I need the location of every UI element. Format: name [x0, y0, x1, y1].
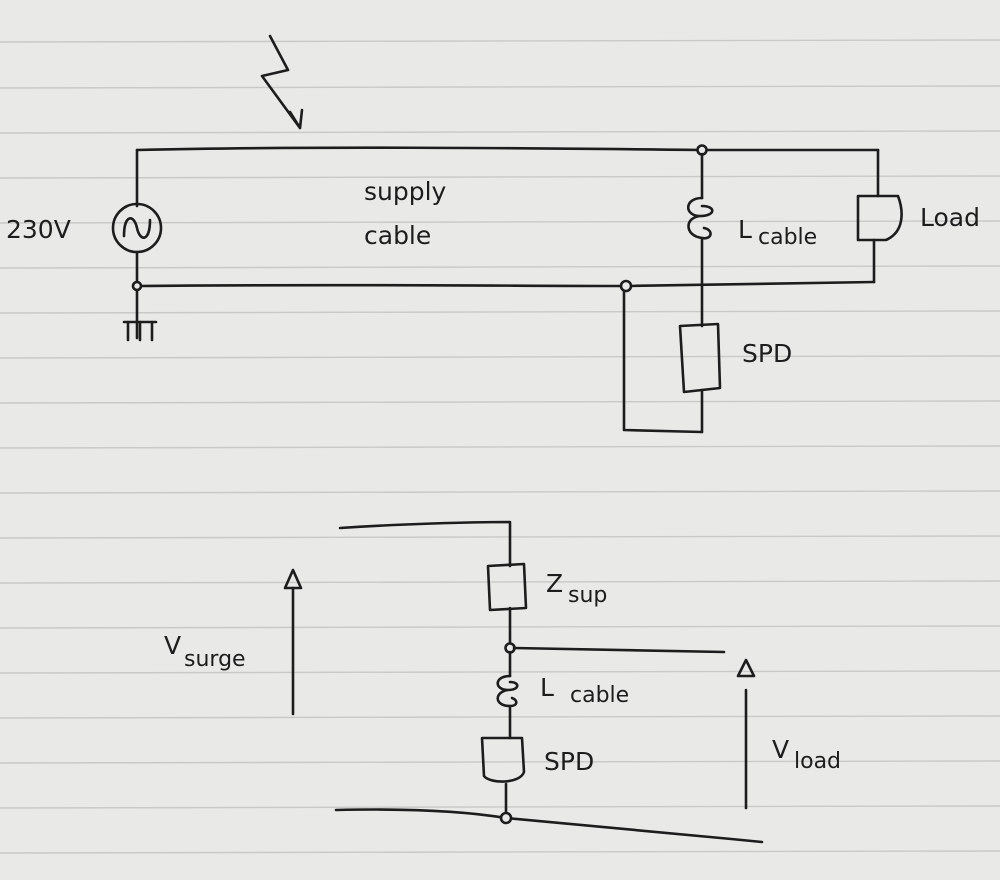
spd-bottom-label: SPD: [544, 747, 594, 776]
cable-inductance-top-symbol: [686, 196, 714, 240]
neutral-node: [619, 279, 633, 293]
supply-cable-label-line1: supply: [364, 177, 447, 206]
l-cable-bottom-symbol: [496, 674, 519, 708]
spd-return-loop: [622, 288, 704, 434]
v-surge-subscript: surge: [184, 647, 246, 672]
v-load-symbol-letter: V: [772, 735, 789, 764]
z-sup-symbol: [486, 562, 528, 612]
bottom-equivalent-circuit: Z sup L cable SPD V surge V load: [164, 520, 841, 844]
notebook-rule-lines: [0, 39, 1000, 854]
reference-node: [499, 811, 513, 825]
v-load-arrow-head-icon: [736, 658, 756, 678]
bottom-supply-conductor: [135, 280, 876, 288]
ground-icon: [122, 320, 158, 342]
top-supply-conductor: [135, 146, 880, 152]
surge-input-lead: [338, 520, 512, 568]
output-lead-to-load: [512, 646, 726, 654]
load-label: Load: [920, 203, 980, 232]
l-cable-top-subscript: cable: [758, 225, 817, 250]
source-neutral-node: [131, 280, 143, 292]
l-cable-bottom-subscript: cable: [570, 683, 629, 708]
spd-top-symbol: [678, 322, 722, 394]
l-cable-bottom-symbol-letter: L: [540, 673, 554, 702]
z-sup-subscript: sup: [568, 583, 607, 608]
spd-top-label: SPD: [742, 339, 792, 368]
v-surge-arrow-head-icon: [283, 568, 303, 590]
l-cable-top-symbol-letter: L: [738, 215, 752, 244]
z-sup-symbol-letter: Z: [546, 569, 563, 598]
v-load-subscript: load: [794, 749, 841, 774]
load-symbol: [856, 194, 903, 242]
v-surge-symbol-letter: V: [164, 631, 181, 660]
sine-wave-icon: [122, 217, 152, 239]
supply-cable-label-line2: cable: [364, 221, 431, 250]
top-circuit: 230V supply cable L cable Load SPD: [6, 34, 980, 434]
reference-ground-line: [334, 808, 764, 844]
spd-bottom-symbol: [480, 736, 526, 783]
source-voltage-label: 230V: [6, 215, 71, 244]
ac-source-symbol: [111, 202, 163, 254]
lightning-bolt-icon: [260, 34, 304, 130]
